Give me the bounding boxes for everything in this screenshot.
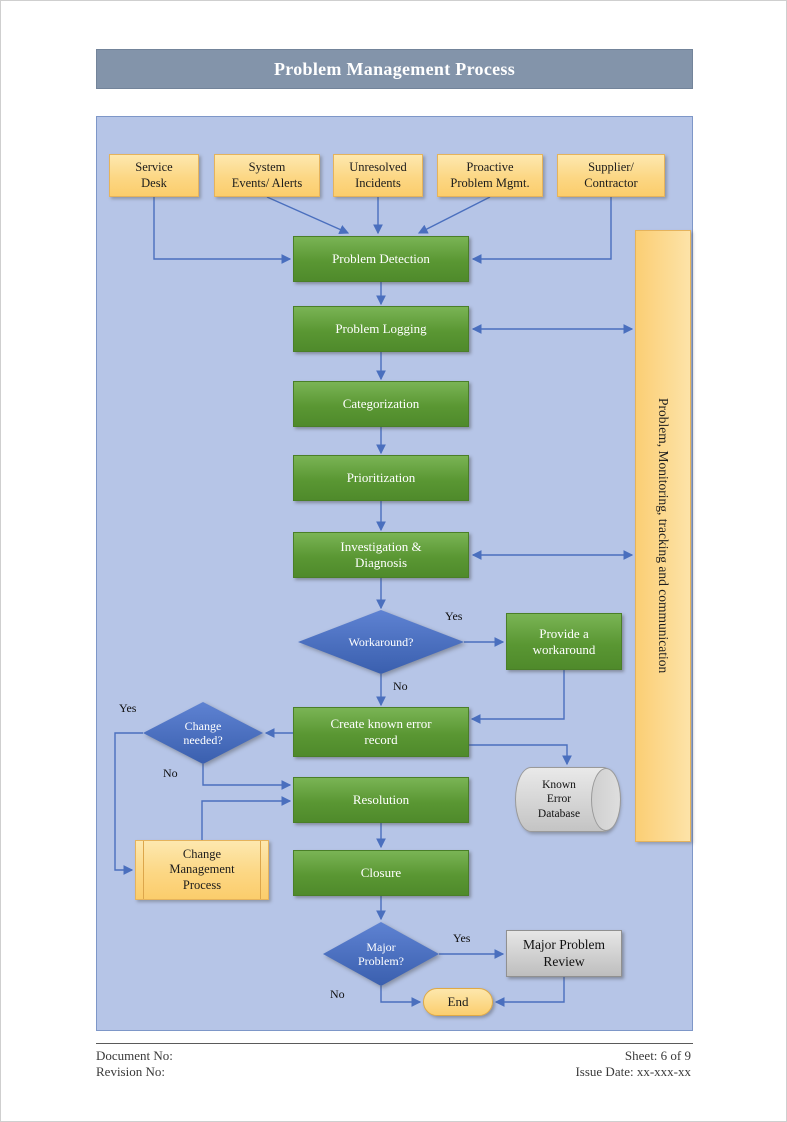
end-label: End [447,994,469,1010]
source-label: System Events/ Alerts [231,160,303,190]
step-prioritization: Prioritization [293,455,469,501]
decision-major-problem: Major Problem? [323,922,439,986]
arrow-change-yes-to-cmp [114,732,143,875]
step-investigation-diagnosis: Investigation & Diagnosis [293,532,469,578]
source-label: Supplier/ Contractor [584,160,638,190]
footer-right: Sheet: 6 of 9 Issue Date: xx-xxx-xx [575,1048,691,1081]
source-unresolved-incidents: Unresolved Incidents [333,154,423,197]
step-label: Investigation & Diagnosis [340,539,422,570]
arrow-proactive-to-detection [417,196,491,234]
decision-label: Major Problem? [358,939,404,968]
step-label: Problem Logging [335,321,427,337]
step-label: Major Problem Review [522,937,606,969]
source-proactive-problem-mgmt: Proactive Problem Mgmt. [437,154,543,197]
footer-issue-date: Issue Date: xx-xxx-xx [575,1064,691,1080]
arrow-service-desk-to-detection [153,197,292,264]
step-provide-workaround: Provide a workaround [506,613,622,670]
monitoring-bar-label: Problem, Monitoring, tracking and commun… [656,398,671,674]
footer-sheet: Sheet: 6 of 9 [624,1048,691,1063]
step-resolution: Resolution [293,777,469,823]
arrow-system-events-to-detection [266,196,350,234]
source-label: Service Desk [135,160,173,190]
monitoring-bar: Problem, Monitoring, tracking and commun… [635,230,691,842]
footer-divider [96,1043,693,1044]
known-error-database: Known Error Database [515,767,621,832]
label-workaround-yes: Yes [445,609,463,623]
step-major-problem-review: Major Problem Review [506,930,622,977]
terminator-end: End [423,988,493,1016]
arrow-provide-to-known-error [470,670,565,724]
step-create-known-error-record: Create known error record [293,707,469,757]
step-label: Change Management Process [169,847,235,892]
source-label: Proactive Problem Mgmt. [450,160,530,190]
decision-change-needed: Change needed? [143,702,263,764]
diamond-shape: Workaround? [298,610,464,674]
flowchart-canvas: Service Desk System Events/ Alerts Unres… [96,116,693,1031]
label-change-yes: Yes [119,701,137,715]
arrow-known-error-to-kedb [469,744,572,766]
step-label: Closure [360,865,402,881]
cylinder-cap [591,768,621,831]
diamond-shape: Major Problem? [323,922,439,986]
step-label: Categorization [342,396,420,412]
source-system-events: System Events/ Alerts [214,154,320,197]
source-service-desk: Service Desk [109,154,199,197]
arrow-change-no-to-resolution [202,764,292,790]
footer-revision-no: Revision No: [96,1064,165,1080]
source-label: Unresolved Incidents [349,160,407,190]
label-workaround-no: No [393,679,408,693]
step-label: Provide a workaround [532,625,596,657]
decision-workaround: Workaround? [298,610,464,674]
label-major-yes: Yes [453,931,471,945]
step-label: Prioritization [346,470,416,486]
arrow-major-no-to-end [380,986,422,1007]
page-title: Problem Management Process [273,58,516,79]
step-problem-logging: Problem Logging [293,306,469,352]
decision-label: Workaround? [348,634,414,649]
footer-document-no: Document No: [96,1048,173,1063]
arrow-supplier-to-detection [471,197,612,264]
title-bar: Problem Management Process [96,49,693,89]
step-problem-detection: Problem Detection [293,236,469,282]
diamond-shape: Change needed? [143,702,263,764]
step-change-management-process: Change Management Process [135,840,269,900]
label-major-no: No [330,987,345,1001]
step-categorization: Categorization [293,381,469,427]
database-label: Known Error Database [537,779,581,820]
footer-left: Document No: Revision No: [96,1048,173,1081]
decision-label: Change needed? [183,718,223,747]
arrow-review-to-end [494,977,565,1007]
step-label: Problem Detection [332,251,430,267]
flow-arrows [114,196,634,1007]
arrow-cmp-to-resolution [201,796,292,840]
step-label: Resolution [352,792,410,808]
source-supplier-contractor: Supplier/ Contractor [557,154,665,197]
step-label: Create known error record [330,716,432,747]
label-change-no: No [163,766,178,780]
step-closure: Closure [293,850,469,896]
